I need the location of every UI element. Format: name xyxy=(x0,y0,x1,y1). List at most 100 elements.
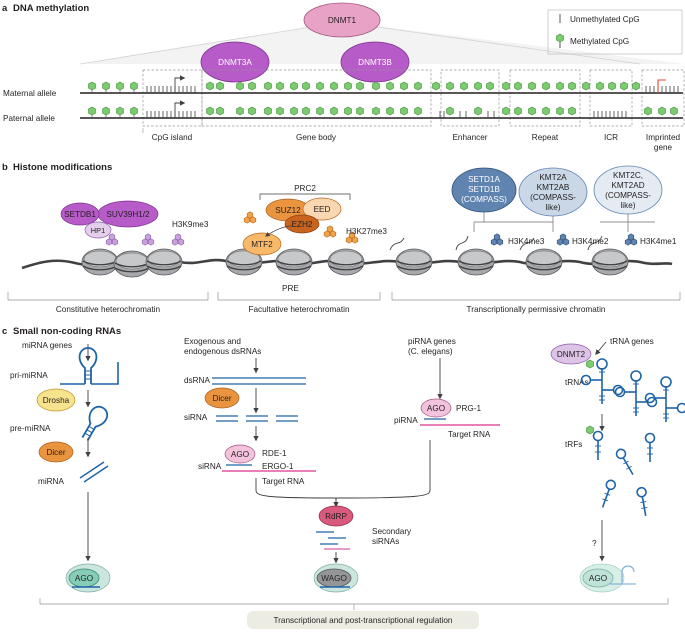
maternal-allele-label: Maternal allele xyxy=(3,89,57,98)
h3k4me2-label: H3K4me2 xyxy=(572,237,609,246)
trnas-label: tRNAs xyxy=(565,378,589,387)
mirna-duplex xyxy=(79,461,109,483)
secondary-label-1: Secondary xyxy=(372,527,412,536)
dsrna-duplex xyxy=(212,377,306,385)
panel-c-title: Small non-coding RNAs xyxy=(13,326,121,337)
mirna-label: miRNA xyxy=(38,477,64,486)
trna-3 xyxy=(644,376,685,423)
drosha-label: Drosha xyxy=(43,396,70,405)
dnmt3b-enzyme xyxy=(340,41,410,83)
h3k4me1-label: H3K4me1 xyxy=(640,237,677,246)
nucleosome-2 xyxy=(113,250,151,278)
region-cpg-island: CpG island xyxy=(152,133,193,142)
panel-a: a DNA methylation DNMT1 DNMT3A DNMT3B Un… xyxy=(2,2,685,152)
h3k9me3-label: H3K9me3 xyxy=(172,220,209,229)
panel-b-letter: b xyxy=(2,162,8,173)
kmt2c-line2: KMT2AD xyxy=(611,181,644,190)
setdb1-label: SETDB1 xyxy=(64,210,96,219)
panel-b: b Histone modifications SUV39H1/2 SETDB1… xyxy=(2,162,681,314)
sirna-target-label: Target RNA xyxy=(262,477,305,486)
pre-mirna-label: pre-miRNA xyxy=(10,424,51,433)
h3k27me3-mark-2 xyxy=(323,225,337,238)
trf-methyl-mark xyxy=(586,425,594,435)
kmt2a-line4: like) xyxy=(545,203,560,212)
dnmt3a-label: DNMT3A xyxy=(218,58,252,67)
eed-protein xyxy=(302,197,342,221)
trf-4 xyxy=(597,478,618,510)
h3k9me3-mark-2 xyxy=(141,233,155,246)
nucleosome-5 xyxy=(275,248,313,276)
constitutive-bracket xyxy=(7,292,209,301)
panel-c-letter: c xyxy=(2,326,7,337)
dnmt2-label: DNMT2 xyxy=(557,350,586,359)
trna-genes-label: tRNA genes xyxy=(610,337,654,346)
facultative-label: Facultative heterochromatin xyxy=(248,305,349,314)
secondary-label-2: siRNAs xyxy=(372,537,399,546)
permissive-label: Transcriptionally permissive chromatin xyxy=(467,305,606,314)
sirna-label: siRNA xyxy=(184,413,208,422)
trfs-label: tRFs xyxy=(565,440,582,449)
pirna-ago-label: AGO xyxy=(427,404,445,413)
trna-methyl-mark xyxy=(586,359,594,369)
sirna-dicer-protein xyxy=(204,387,240,409)
repeat-box xyxy=(509,69,581,127)
trf-1 xyxy=(592,430,604,461)
h3k27me3-mark-1 xyxy=(243,211,257,224)
paternal-methylated-cpgs xyxy=(88,106,678,116)
pirna-genes-2: (C. elegans) xyxy=(408,347,453,356)
unmethylated-cpg-ticks xyxy=(146,86,679,118)
mtf2-label: MTF2 xyxy=(251,240,273,249)
nucleosome-1 xyxy=(81,248,119,276)
panel-b-title: Histone modifications xyxy=(13,162,112,173)
outcome-box xyxy=(247,611,479,629)
pirna-genes-1: piRNA genes xyxy=(408,337,456,346)
region-boxes xyxy=(142,69,685,127)
gene-body-box xyxy=(201,69,432,127)
pirna-target-label: Target RNA xyxy=(448,430,491,439)
dnmt1-label: DNMT1 xyxy=(328,16,357,25)
region-imprinted-1: Imprinted xyxy=(646,133,681,142)
h3k4me2-mark xyxy=(556,233,570,246)
facultative-bracket xyxy=(217,292,381,301)
dnmt2-protein xyxy=(550,343,592,365)
trf-2 xyxy=(614,446,638,478)
region-gene-body: Gene body xyxy=(296,133,337,142)
setd1-line1: SETD1A xyxy=(468,175,500,184)
constitutive-label: Constitutive heterochromatin xyxy=(56,305,161,314)
dsrna-label: dsRNA xyxy=(184,376,210,385)
ezh2-label: EZH2 xyxy=(292,220,313,229)
drosha-protein xyxy=(36,388,76,412)
mirna-genes-label: miRNA genes xyxy=(22,341,72,350)
setdb1-protein xyxy=(60,202,100,226)
kmt2c-line1: KMT2C, xyxy=(613,171,643,180)
h3k4me3-label: H3K4me3 xyxy=(508,237,545,246)
rdrp-protein xyxy=(318,505,354,527)
suv39-label: SUV39H1/2 xyxy=(106,210,150,219)
panel-c: c Small non-coding RNAs miRNA genes pri-… xyxy=(2,326,685,629)
eed-label: EED xyxy=(314,205,331,214)
rde1-label: RDE-1 xyxy=(262,449,287,458)
trf-3 xyxy=(644,432,656,463)
h3k4me1-mark xyxy=(624,233,638,246)
pirna-label: piRNA xyxy=(394,416,418,425)
maternal-tss-arrow xyxy=(174,75,186,93)
suz12-label: SUZ12 xyxy=(275,206,301,215)
ezh2-protein xyxy=(284,214,320,234)
legend-box xyxy=(547,9,683,55)
panel-a-title: DNA methylation xyxy=(13,3,89,14)
kmt2a-line2: KMT2AB xyxy=(537,183,570,192)
hp1-label: HP1 xyxy=(91,226,105,235)
dnmt3b-label: DNMT3B xyxy=(358,58,392,67)
pre-label: PRE xyxy=(282,284,299,293)
nucleosome-6 xyxy=(327,248,365,276)
trf-5 xyxy=(635,486,651,518)
nucleosome-8 xyxy=(457,248,495,276)
sirna-source-2: endogenous dsRNAs xyxy=(184,347,261,356)
rdrp-label: RdRP xyxy=(325,512,347,521)
legend-unmethylated: Unmethylated CpG xyxy=(570,15,640,24)
trna-ago-label: AGO xyxy=(589,574,607,583)
sirna-ago-protein xyxy=(224,444,256,464)
sirna2-label: siRNA xyxy=(198,462,222,471)
dnmt3a-enzyme xyxy=(200,41,270,83)
